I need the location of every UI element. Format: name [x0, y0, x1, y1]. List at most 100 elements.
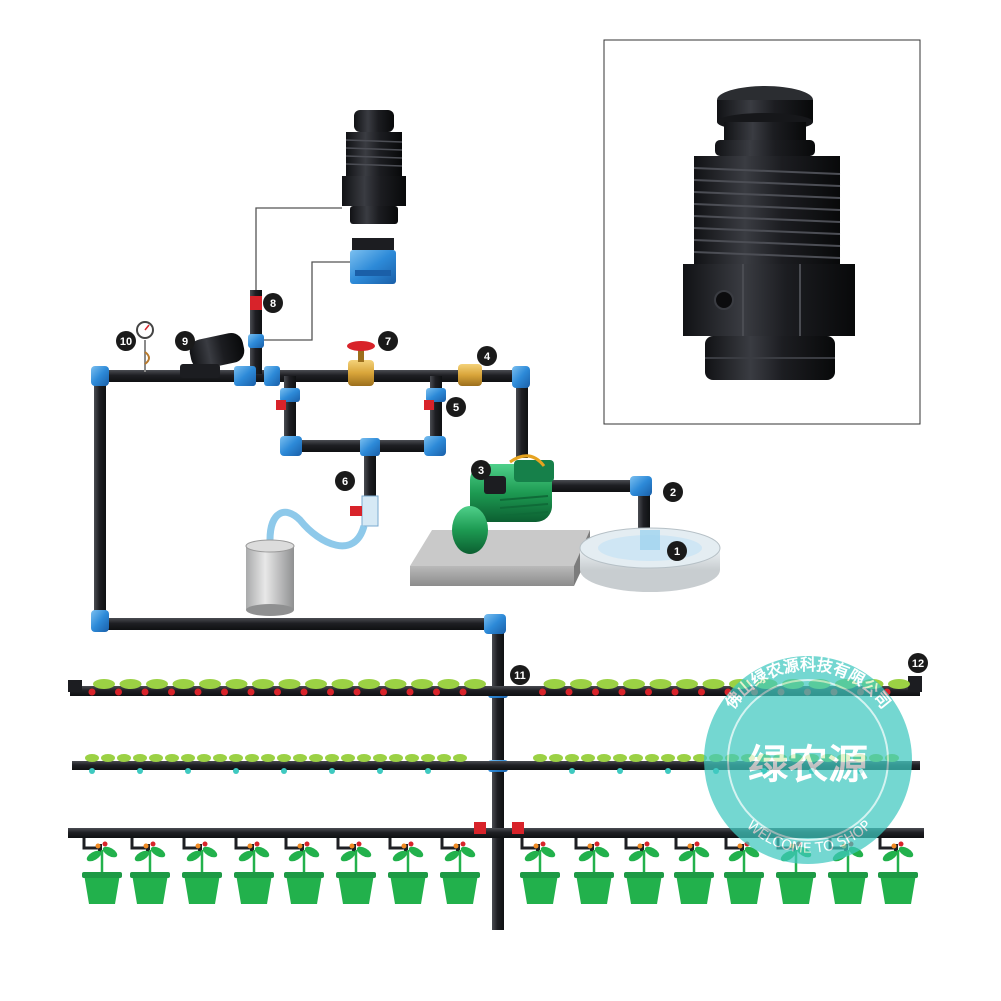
callout-11-label: 11: [514, 670, 526, 682]
emitter-middle: [693, 754, 707, 762]
emitter-middle: [389, 754, 403, 762]
planter-pot: [234, 838, 274, 904]
gate-valve: [347, 341, 375, 386]
callout-1: 1: [667, 541, 687, 561]
emitter-middle: [293, 754, 307, 762]
callout-1-label: 1: [674, 546, 680, 558]
part-closeup-inset: [603, 39, 921, 425]
callout-8: 8: [263, 293, 283, 313]
bypass-ball-valves: [276, 400, 434, 410]
lateral-line-bottom: [68, 822, 924, 838]
fertilizer-injector: [266, 495, 379, 550]
planter-pot: [440, 838, 480, 904]
lateral-line-middle: [72, 761, 920, 770]
callout-3: 3: [471, 460, 491, 480]
emitter-top: [565, 679, 592, 696]
emitter-middle: [597, 754, 611, 762]
emitter-top: [406, 679, 433, 696]
emitter-middle: [165, 754, 179, 762]
callout-12: 12: [908, 653, 928, 673]
emitter-middle: [213, 754, 227, 762]
emitter-middle: [101, 754, 115, 762]
callout-10-label: 10: [120, 336, 132, 348]
planter-pot: [520, 838, 560, 904]
check-valve: [458, 364, 482, 386]
air-vent-ball-valve: [250, 296, 262, 310]
callout-6-label: 6: [342, 476, 348, 488]
emitter-middle: [549, 754, 563, 762]
callout-8-label: 8: [270, 298, 276, 310]
emitter-top: [698, 679, 725, 696]
emitter-top: [88, 679, 115, 696]
emitter-top: [168, 679, 195, 696]
emitter-middle: [677, 754, 691, 762]
emitter-middle: [661, 754, 675, 774]
emitter-top: [327, 679, 354, 696]
emitter-top: [433, 679, 460, 696]
emitter-middle: [629, 754, 643, 762]
emitter-middle: [341, 754, 355, 762]
emitter-middle: [133, 754, 147, 774]
emitter-top: [221, 679, 248, 696]
emitter-middle: [357, 754, 371, 762]
callout-10: 10: [116, 331, 136, 351]
emitter-middle: [533, 754, 547, 762]
planter-pot: [878, 838, 918, 904]
callout-11: 11: [510, 665, 530, 685]
emitter-middle: [245, 754, 259, 762]
emitter-middle: [309, 754, 323, 762]
callout-7-label: 7: [385, 336, 391, 348]
callout-2-label: 2: [670, 487, 676, 499]
planter-pot: [624, 838, 664, 904]
emitter-middle: [453, 754, 467, 762]
emitter-middle: [149, 754, 163, 762]
emitter-top: [592, 679, 619, 696]
emitter-top: [115, 679, 142, 696]
callout-12-label: 12: [912, 658, 924, 670]
emitter-top: [300, 679, 327, 696]
leader-line-adapter: [262, 261, 350, 341]
callout-3-label: 3: [478, 465, 484, 477]
callout-4-label: 4: [484, 351, 491, 363]
planter-pot: [130, 838, 170, 904]
emitter-middle: [261, 754, 275, 762]
shop-watermark: 佛山绿农源科技有限公司 WELCOME TO SHOP 绿农源: [704, 655, 912, 864]
emitter-middle: [437, 754, 451, 762]
planter-pot: [388, 838, 428, 904]
callout-6: 6: [335, 471, 355, 491]
emitter-middle: [229, 754, 243, 774]
emitter-middle: [581, 754, 595, 762]
emitter-middle: [181, 754, 195, 774]
emitter-middle: [197, 754, 211, 762]
emitter-middle: [565, 754, 579, 774]
callout-7: 7: [378, 331, 398, 351]
air-valve-small: [342, 110, 406, 224]
planter-pot: [82, 838, 122, 904]
emitter-middle: [325, 754, 339, 774]
emitter-top: [618, 679, 645, 696]
planter-pot: [336, 838, 376, 904]
pump-base-slab: [410, 530, 590, 586]
emitter-top: [539, 679, 566, 696]
callout-9-label: 9: [182, 336, 188, 348]
thread-lines: [693, 167, 841, 259]
emitter-top: [141, 679, 168, 696]
callout-9: 9: [175, 331, 195, 351]
emitter-middle: [613, 754, 627, 774]
lateral-line-top: [68, 676, 922, 696]
planter-pot: [182, 838, 222, 904]
emitter-top: [380, 679, 407, 696]
planter-pot: [674, 838, 714, 904]
emitter-middle: [421, 754, 435, 774]
blue-adapter-fitting: [350, 238, 396, 284]
leader-line-valve: [255, 207, 342, 292]
callout-5: 5: [446, 397, 466, 417]
callout-markers: 1 2 3 4 5 6 7 8 9 10 11 12: [116, 293, 928, 685]
emitter-top: [459, 679, 486, 696]
emitter-top: [353, 679, 380, 696]
emitter-top: [645, 679, 672, 696]
water-pump: [452, 454, 554, 554]
emitter-middle: [405, 754, 419, 762]
planter-pot: [724, 838, 764, 904]
